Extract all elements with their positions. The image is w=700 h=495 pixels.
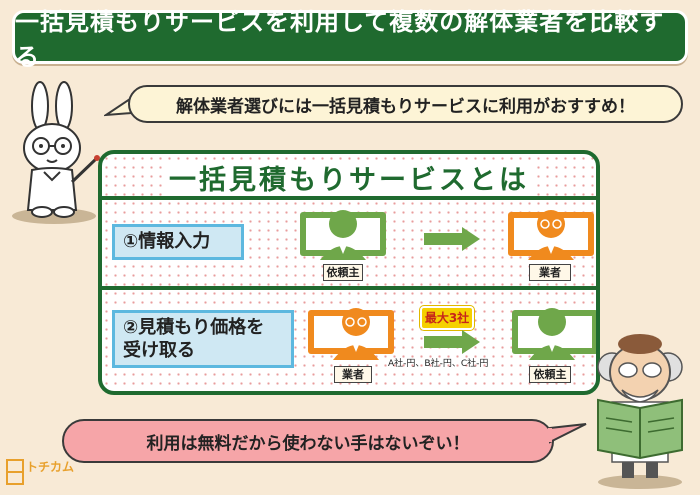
professor-reading-illustration: [597, 334, 683, 489]
client-person-icon-2: [512, 308, 596, 360]
panel-title: 一括見積もりサービスとは: [102, 158, 596, 197]
client-person-icon: [300, 210, 386, 260]
step2-label-line1: ②見積もり価格を: [123, 316, 265, 338]
step1-box: ①情報入力: [112, 224, 244, 260]
logo-mark-icon: [6, 459, 24, 485]
max-companies-badge: 最大3社: [420, 306, 474, 330]
logo-name: トチカム: [26, 460, 75, 474]
price-quotes-text: A社-円、B社-円、C社-円: [388, 359, 489, 369]
bubble-bottom-text: 利用は無料だから使わない手はないぞい！: [146, 433, 470, 454]
title-banner: 一括見積もりサービスを利用して複数の解体業者を比較する: [12, 8, 688, 71]
service-explanation-panel: 一括見積もりサービスとは ①情報入力 依頼主 業者 ②見積もり価格を 受け取る: [98, 150, 600, 395]
page-title: 一括見積もりサービスを利用して複数の解体業者を比較する: [15, 8, 665, 71]
step2-label-line2: 受け取る: [123, 340, 195, 361]
bubble-tail-icon-2: [548, 423, 587, 444]
contractor-person-icon: [508, 210, 594, 260]
rabbit-teacher-illustration: [12, 81, 100, 224]
step1-from-label: 依頼主: [323, 264, 363, 281]
step2-from-label: 業者: [334, 366, 372, 383]
step2-box: ②見積もり価格を 受け取る: [112, 310, 294, 368]
step2-to-label: 依頼主: [529, 366, 571, 383]
arrow-right-icon-2: [424, 330, 480, 354]
speech-bubble-top: 解体業者選びには一括見積もりサービスに利用がおすすめ！: [128, 85, 683, 123]
arrow-right-icon: [424, 227, 480, 251]
divider-top: [102, 196, 596, 200]
step1-label: ①情報入力: [123, 231, 211, 253]
step1-to-label: 業者: [529, 264, 571, 281]
divider-middle: [102, 286, 596, 290]
bubble-top-text: 解体業者選びには一括見積もりサービスに利用がおすすめ！: [176, 96, 635, 117]
speech-bubble-bottom: 利用は無料だから使わない手はないぞい！: [62, 419, 554, 463]
contractor-person-icon-2: [308, 308, 394, 360]
